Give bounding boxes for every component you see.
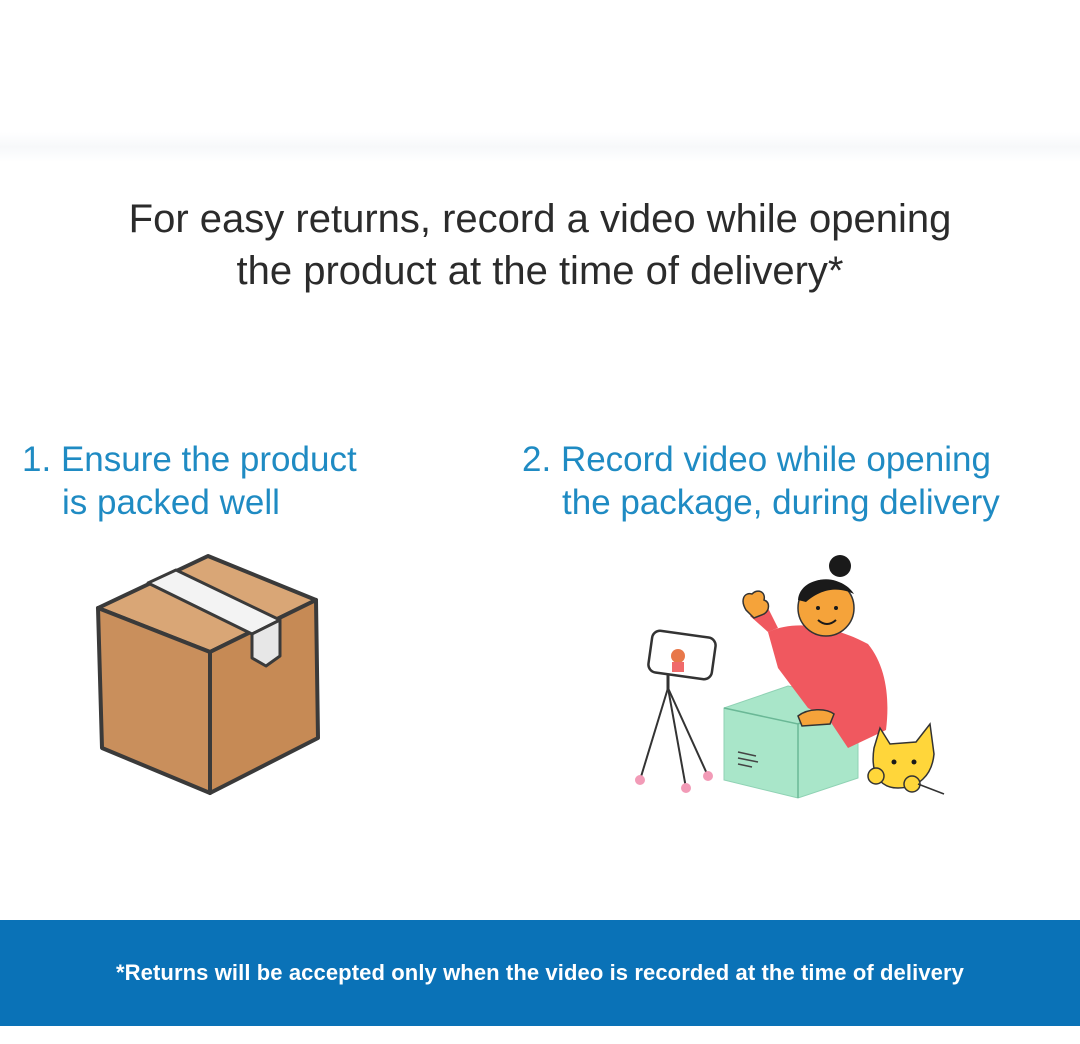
headline: For easy returns, record a video while o… — [0, 193, 1080, 297]
person-recording-unboxing-illustration — [635, 555, 945, 799]
step-2-number: 2. — [522, 440, 552, 479]
step-2-line-2: the package, during delivery — [562, 483, 1000, 522]
tripod-icon — [635, 674, 713, 793]
cat-icon — [867, 722, 945, 795]
headline-line-1: For easy returns, record a video while o… — [128, 197, 952, 241]
top-divider — [0, 132, 1080, 162]
cardboard-box-icon — [96, 554, 320, 795]
person-figure — [742, 555, 888, 748]
step-1-line-1: Ensure the product — [60, 440, 357, 479]
footer-banner: *Returns will be accepted only when the … — [0, 920, 1080, 1026]
phone-camera-icon — [647, 629, 717, 681]
footer-note: *Returns will be accepted only when the … — [116, 960, 964, 985]
step-1-line-2: is packed well — [62, 483, 280, 522]
step-1-number: 1. — [22, 440, 52, 479]
step-1: 1. Ensure the product is packed well — [22, 438, 442, 524]
step-2-line-1: Record video while opening — [560, 440, 991, 479]
headline-line-2: the product at the time of delivery* — [236, 249, 844, 293]
step-2: 2. Record video while opening the packag… — [522, 438, 1072, 524]
